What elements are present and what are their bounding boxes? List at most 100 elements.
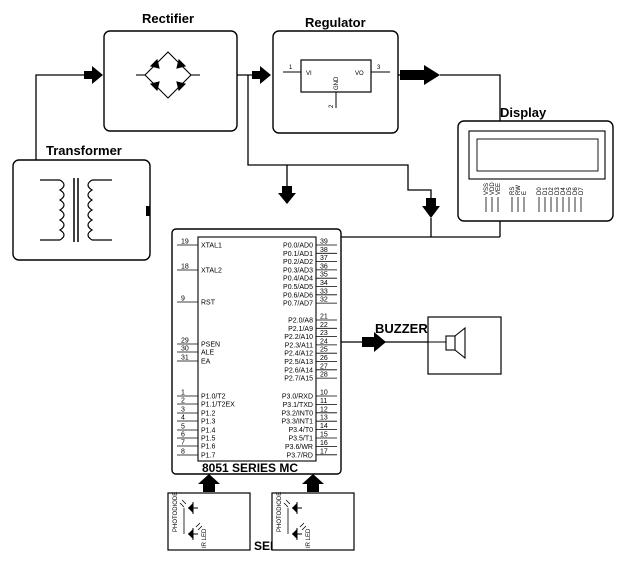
mc-right-pin-name: P3.2/INT0	[281, 410, 313, 417]
mc-right-pin-name: P2.0/A8	[288, 318, 313, 325]
mc-right-pin-name: P0.1/AD1	[283, 251, 313, 258]
mc-left-pin-number: 29	[181, 338, 189, 345]
mc-right-pin-number: 14	[320, 423, 328, 430]
mc-right-pin-number: 33	[320, 288, 328, 295]
mc-right-pin-number: 28	[320, 372, 328, 379]
mc-right-pin-number: 22	[320, 322, 328, 329]
display-pin-label: D4	[561, 187, 567, 195]
mc-right-pin-number: 25	[320, 347, 328, 354]
arrow-sensor1-to-mc	[198, 474, 220, 492]
mc-right-pin-name: P0.5/AD5	[283, 284, 313, 291]
mc-right-pin-number: 37	[320, 255, 328, 262]
mc-right-pin-name: P3.0/RXD	[282, 394, 313, 401]
buzzer-title: BUZZER	[375, 321, 428, 336]
buzzer-symbol	[445, 335, 456, 351]
transformer-title: Transformer	[46, 143, 122, 158]
mc-left-pin-name: XTAL2	[201, 268, 222, 275]
arrow-rectifier-to-regulator	[252, 66, 271, 84]
mc-right-pin-name: P0.2/AD2	[283, 259, 313, 266]
mc-left-pin-name: P1.3	[201, 419, 216, 426]
mc-left-pin-number: 5	[181, 424, 185, 431]
mc-right-pin-name: P2.4/A12	[284, 351, 313, 358]
mc-right-pins: 39P0.0/AD038P0.1/AD137P0.2/AD236P0.3/AD3…	[281, 239, 337, 459]
mc-left-pin-number: 3	[181, 407, 185, 414]
regulator-vi-pin: VI	[306, 71, 312, 77]
mc-right-pin-name: P3.5/T1	[288, 436, 313, 443]
arrow-transformer-to-rectifier	[84, 66, 103, 84]
sensor-photodiode-label: PHOTODIODE	[173, 492, 179, 532]
arrows	[84, 65, 440, 492]
mc-right-pin-number: 34	[320, 280, 328, 287]
display-pin-label: D1	[543, 187, 549, 195]
mc-right-pin-number: 23	[320, 330, 328, 337]
rectifier-title: Rectifier	[142, 11, 194, 26]
mc-right-pin-name: P2.3/A11	[285, 342, 313, 349]
mc-right-pin-name: P2.2/A10	[284, 334, 313, 341]
mc-right-pin-name: P0.4/AD4	[283, 276, 313, 283]
photodiode-icon	[188, 503, 193, 513]
mc-right-pin-number: 21	[320, 314, 328, 321]
mc-right-pin-number: 35	[320, 272, 328, 279]
mc-left-pin-name: P1.5	[201, 436, 216, 443]
mc-left-pin-name: XTAL1	[201, 243, 222, 250]
mc-left-pin-name: P1.6	[201, 444, 216, 451]
mc-left-pins: 19XTAL118XTAL29RST29PSEN30ALE31EA1P1.0/T…	[177, 239, 235, 460]
mc-right-pin-number: 26	[320, 355, 328, 362]
mc-right-pin-name: P3.6/WR	[285, 444, 313, 451]
display-pin-label: D2	[549, 187, 555, 195]
transformer-block	[12, 159, 151, 261]
mc-left-pin-number: 18	[181, 264, 189, 271]
mc-right-pin-name: P2.1/A9	[288, 326, 313, 333]
mc-left-pin-number: 4	[181, 415, 185, 422]
regulator-pin-3: 3	[377, 65, 381, 71]
mc-left-pin-name: P1.7	[201, 453, 216, 460]
mc-left-pin-number: 7	[181, 440, 185, 447]
wires	[35, 74, 501, 343]
ir-led-icon	[292, 529, 297, 539]
sensor-box	[167, 492, 251, 551]
bridge-rectifier-symbol	[136, 51, 200, 99]
display-pin-label: D3	[555, 187, 561, 195]
mc-left-pin-number: 2	[181, 398, 185, 405]
display-pin-label: RW	[516, 185, 522, 195]
mc-left-pin-number: 31	[181, 355, 189, 362]
arrow-regulator-to-display	[400, 65, 440, 85]
regulator-pin-1: 1	[289, 65, 293, 71]
mc-right-pin-number: 16	[320, 440, 328, 447]
sensor-box	[271, 492, 355, 551]
mc-left-pin-number: 30	[181, 346, 189, 353]
mc-right-pin-number: 15	[320, 432, 328, 439]
photodiode-icon	[292, 503, 297, 513]
mc-left-pin-name: PSEN	[201, 342, 220, 349]
mc-left-pin-name: P1.1/T2EX	[201, 402, 235, 409]
mc-right-pin-number: 17	[320, 448, 328, 455]
display-pin-label: D5	[567, 187, 573, 195]
display-pin-label: D6	[573, 187, 579, 195]
mc-left-pin-name: P1.2	[201, 411, 216, 418]
mc-right-pin-number: 27	[320, 363, 328, 370]
regulator-title: Regulator	[305, 15, 366, 30]
mc-left-pin-number: 1	[181, 390, 185, 397]
ir-led-icon	[188, 529, 193, 539]
mc-right-pin-name: P0.7/AD7	[283, 301, 313, 308]
mc-left-pin-name: P1.4	[201, 428, 216, 435]
mc-block: 8051 SERIES MC 19XTAL118XTAL29RST29PSEN3…	[171, 228, 342, 475]
mc-left-pin-number: 6	[181, 432, 185, 439]
arrow-power-to-display-mc	[422, 198, 440, 218]
rectifier-block	[103, 30, 238, 132]
mc-left-pin-number: 8	[181, 449, 185, 456]
mc-right-pin-name: P2.5/A13	[284, 359, 313, 366]
mc-right-pin-name: P0.3/AD3	[283, 267, 313, 274]
arrow-sensor2-to-mc	[302, 474, 324, 492]
mc-right-pin-name: P3.4/T0	[288, 427, 313, 434]
regulator-vo-pin: VO	[355, 71, 364, 77]
mc-left-pin-name: EA	[201, 359, 211, 366]
display-pin-label: D7	[579, 187, 585, 195]
mc-left-pin-name: RST	[201, 300, 216, 307]
mc-left-pin-number: 19	[181, 239, 189, 246]
mc-right-pin-name: P3.1/TXD	[283, 402, 313, 409]
